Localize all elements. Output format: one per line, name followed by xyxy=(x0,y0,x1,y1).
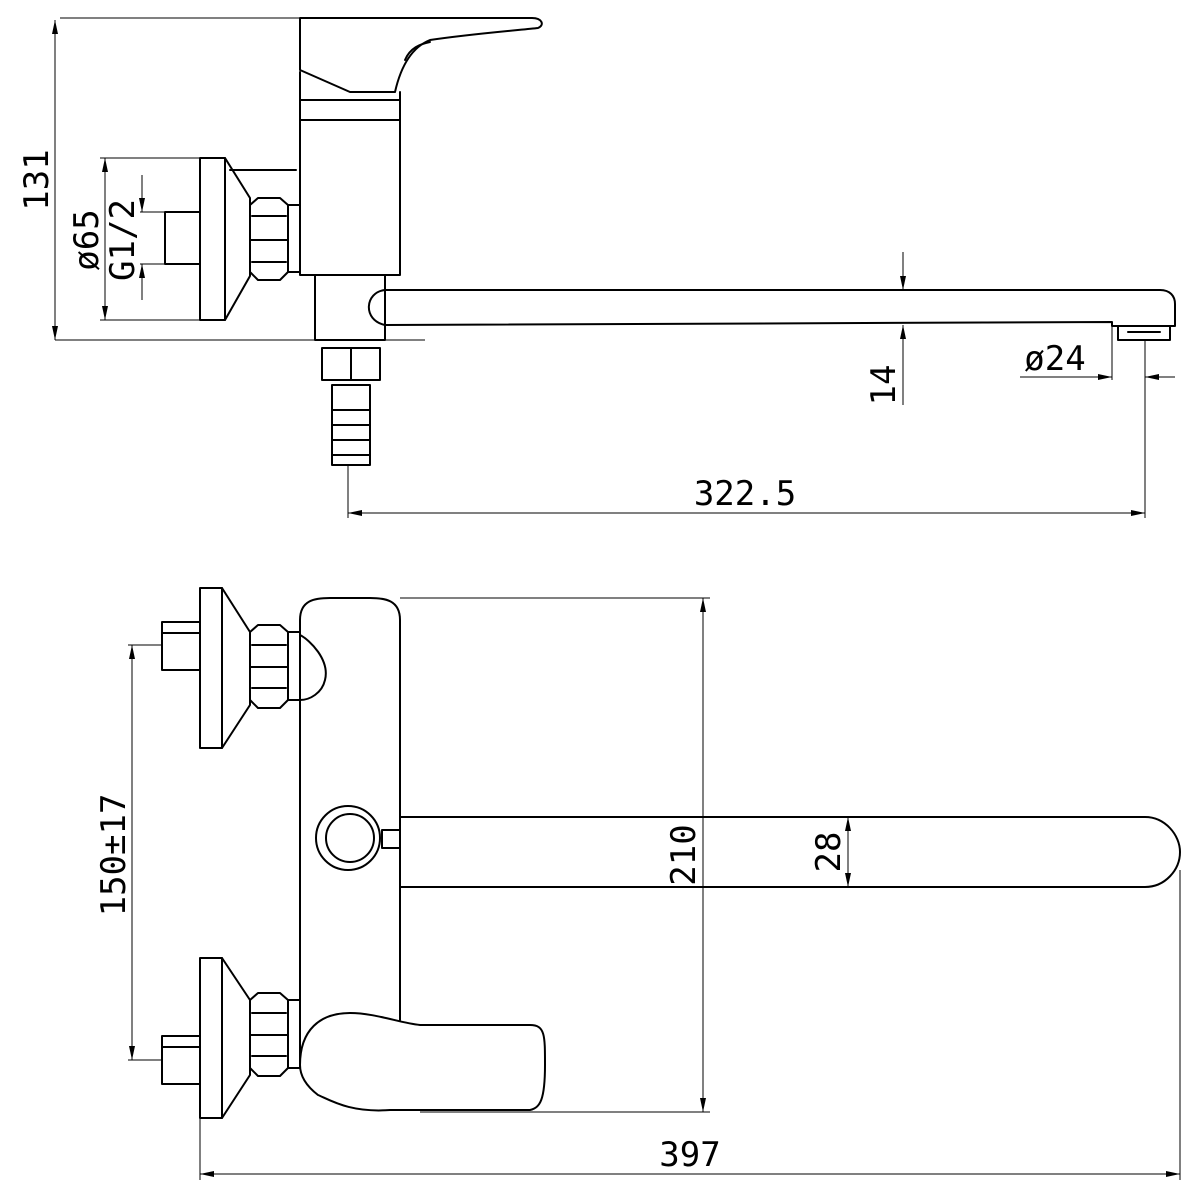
aerator-side xyxy=(1117,325,1171,341)
spout-front xyxy=(399,816,1181,888)
lever-handle-front xyxy=(299,1012,546,1112)
mixer-body-side xyxy=(299,99,401,276)
dim-131: 131 xyxy=(17,149,57,210)
spout-side xyxy=(384,289,1176,327)
diverter-knob xyxy=(315,805,381,871)
dim-28: 28 xyxy=(809,832,849,873)
front-view-dimensions: 150±17 210 28 397 xyxy=(94,597,1181,1180)
dim-g12: G1/2 xyxy=(103,199,143,281)
dim-14: 14 xyxy=(864,365,904,406)
mixer-body-front xyxy=(299,597,401,1069)
side-view-dimensions: 131 ø65 G1/2 14 ø24 322.5 xyxy=(17,17,1175,518)
lever-handle-side xyxy=(299,17,543,93)
dim-397: 397 xyxy=(659,1135,720,1175)
dim-dia-24: ø24 xyxy=(1024,339,1085,379)
wall-flange-bottom xyxy=(199,957,251,1119)
dim-150-17: 150±17 xyxy=(94,794,134,917)
wall-flange-top xyxy=(199,587,251,749)
dim-210: 210 xyxy=(664,824,704,885)
side-view xyxy=(55,17,1176,466)
dim-322-5: 322.5 xyxy=(694,474,796,514)
dim-dia-65: ø65 xyxy=(67,209,107,270)
